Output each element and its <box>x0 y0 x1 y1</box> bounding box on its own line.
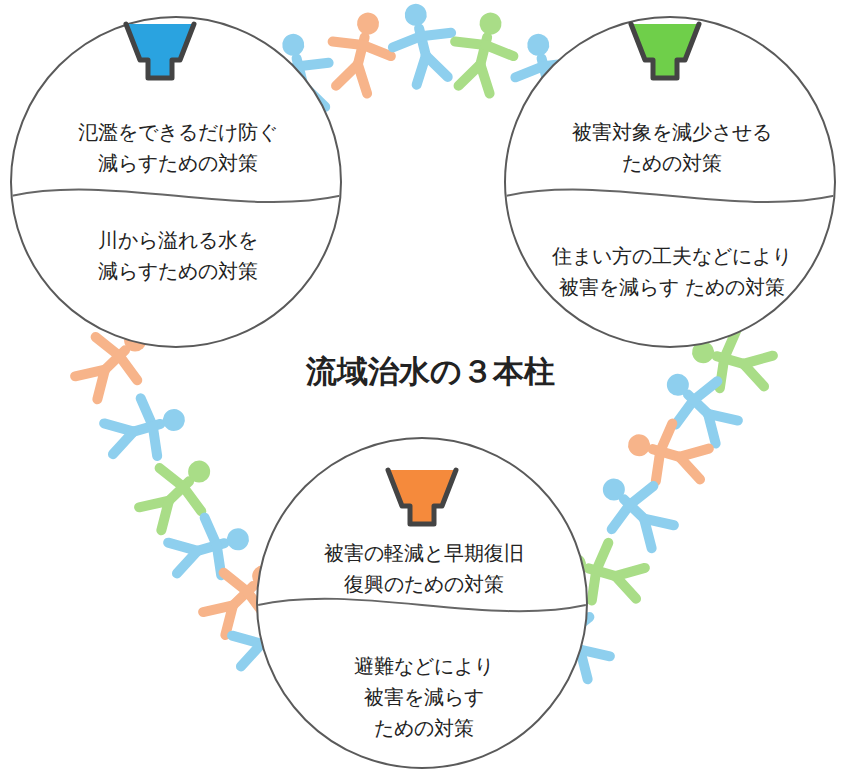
chain-person <box>384 0 461 88</box>
chain-limb <box>352 64 374 93</box>
pillar-heading: 被害対象を減少させる ための対策 <box>572 117 772 179</box>
chain-limb <box>694 378 718 402</box>
chain-limb <box>299 59 329 70</box>
chain-head <box>402 1 429 28</box>
chain-person <box>164 507 256 586</box>
divider-curve <box>258 599 586 612</box>
chain-person <box>100 388 192 467</box>
chain-limb <box>474 64 496 93</box>
chain-limb <box>109 432 138 455</box>
divider-curve <box>506 190 834 203</box>
chain-head <box>184 456 215 487</box>
chain-limb <box>708 402 738 432</box>
chain-limb <box>580 638 610 668</box>
chain-limb <box>630 483 654 507</box>
pillar-circle: 被害対象を減少させる ための対策住まい方の工夫などにより 被害を減らす ための対… <box>504 16 836 348</box>
chain-head <box>598 474 629 505</box>
chain-head <box>224 526 251 553</box>
chain-head <box>477 10 504 37</box>
chain-limb <box>421 29 451 40</box>
chain-limb <box>644 507 674 537</box>
chain-person <box>585 460 684 558</box>
chain-limb <box>150 501 180 531</box>
chain-head <box>280 31 307 58</box>
chain-limb <box>426 52 448 81</box>
pillar-body: 住まい方の工夫などにより 被害を減らす ための対策 <box>552 241 792 303</box>
chain-limb <box>180 487 204 511</box>
pillar-circle: 氾濫をできるだけ防ぐ 減らすための対策川から溢れる水を 減らすための対策 <box>10 16 342 348</box>
chain-limb <box>362 45 392 56</box>
pillar-heading: 氾濫をできるだけ防ぐ 減らすための対策 <box>78 117 278 179</box>
pillar-circle: 被害の軽減と早期復旧 復興のための対策避難などにより 被害を減らす ための対策 <box>256 437 588 769</box>
chain-head <box>160 406 187 433</box>
chain-limb <box>116 356 140 380</box>
chain-limb <box>660 422 672 452</box>
chain-head <box>662 369 693 400</box>
chain-limb <box>679 441 708 464</box>
chain-person <box>649 356 748 454</box>
chain-person <box>620 413 712 492</box>
divider-curve <box>12 190 340 203</box>
chain-person <box>445 6 522 97</box>
chain-limb <box>86 370 116 400</box>
chain-limb <box>484 45 514 56</box>
chain-limb <box>596 542 608 572</box>
chain-head <box>525 31 552 58</box>
chain-person <box>322 6 399 97</box>
pillar-heading: 被害の軽減と早期復旧 復興のための対策 <box>324 538 524 600</box>
chain-limb <box>214 605 244 635</box>
chain-head <box>625 432 652 459</box>
chain-limb <box>173 551 202 574</box>
chain-head <box>355 10 382 37</box>
diagram-title: 流域治水の３本柱 <box>306 351 555 393</box>
chain-limb <box>149 426 161 456</box>
pillar-body: 避難などにより 被害を減らす ための対策 <box>354 651 494 744</box>
chain-limb <box>743 348 772 371</box>
pillar-body: 川から溢れる水を 減らすための対策 <box>98 225 258 287</box>
divider <box>12 18 340 346</box>
chain-limb <box>615 561 644 584</box>
